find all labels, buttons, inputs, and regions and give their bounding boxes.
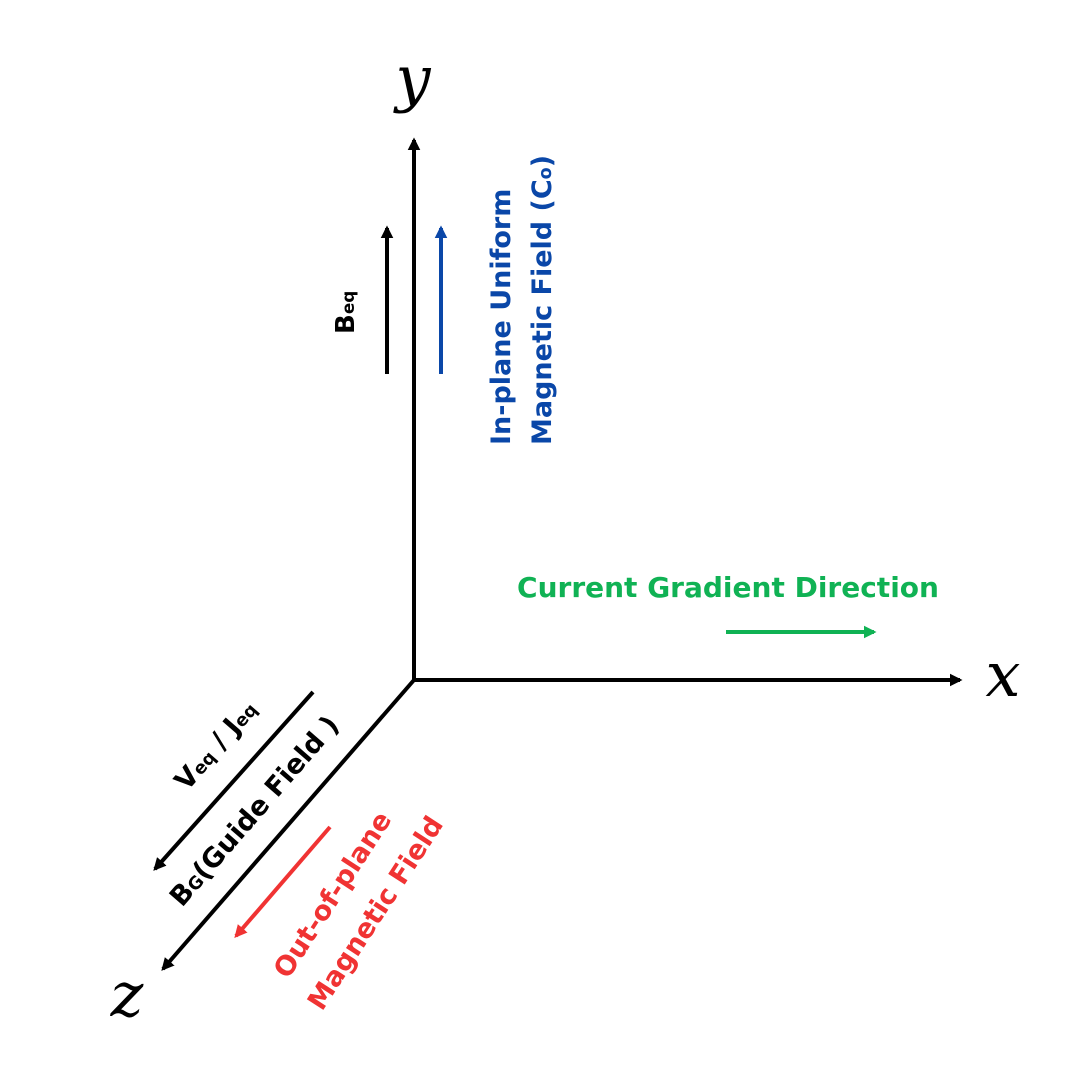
- v-eq-j-eq-label: Veq / Jeq: [169, 694, 264, 796]
- in-plane-label-line1: In-plane Uniform: [486, 189, 517, 445]
- in-plane-label-line2: Magnetic Field (Co): [527, 155, 558, 445]
- guide-field-arrow: [153, 690, 315, 871]
- z-axis: [161, 678, 416, 971]
- out-of-plane-arrow: [234, 825, 332, 938]
- current-gradient-label: Current Gradient Direction: [517, 571, 939, 604]
- b-eq-label: Beq: [331, 291, 361, 334]
- z-axis-label: z: [110, 958, 144, 1031]
- guide-field-label: BG(Guide Field ): [164, 710, 346, 912]
- x-axis-label: x: [986, 638, 1021, 711]
- y-axis-label: y: [392, 42, 431, 115]
